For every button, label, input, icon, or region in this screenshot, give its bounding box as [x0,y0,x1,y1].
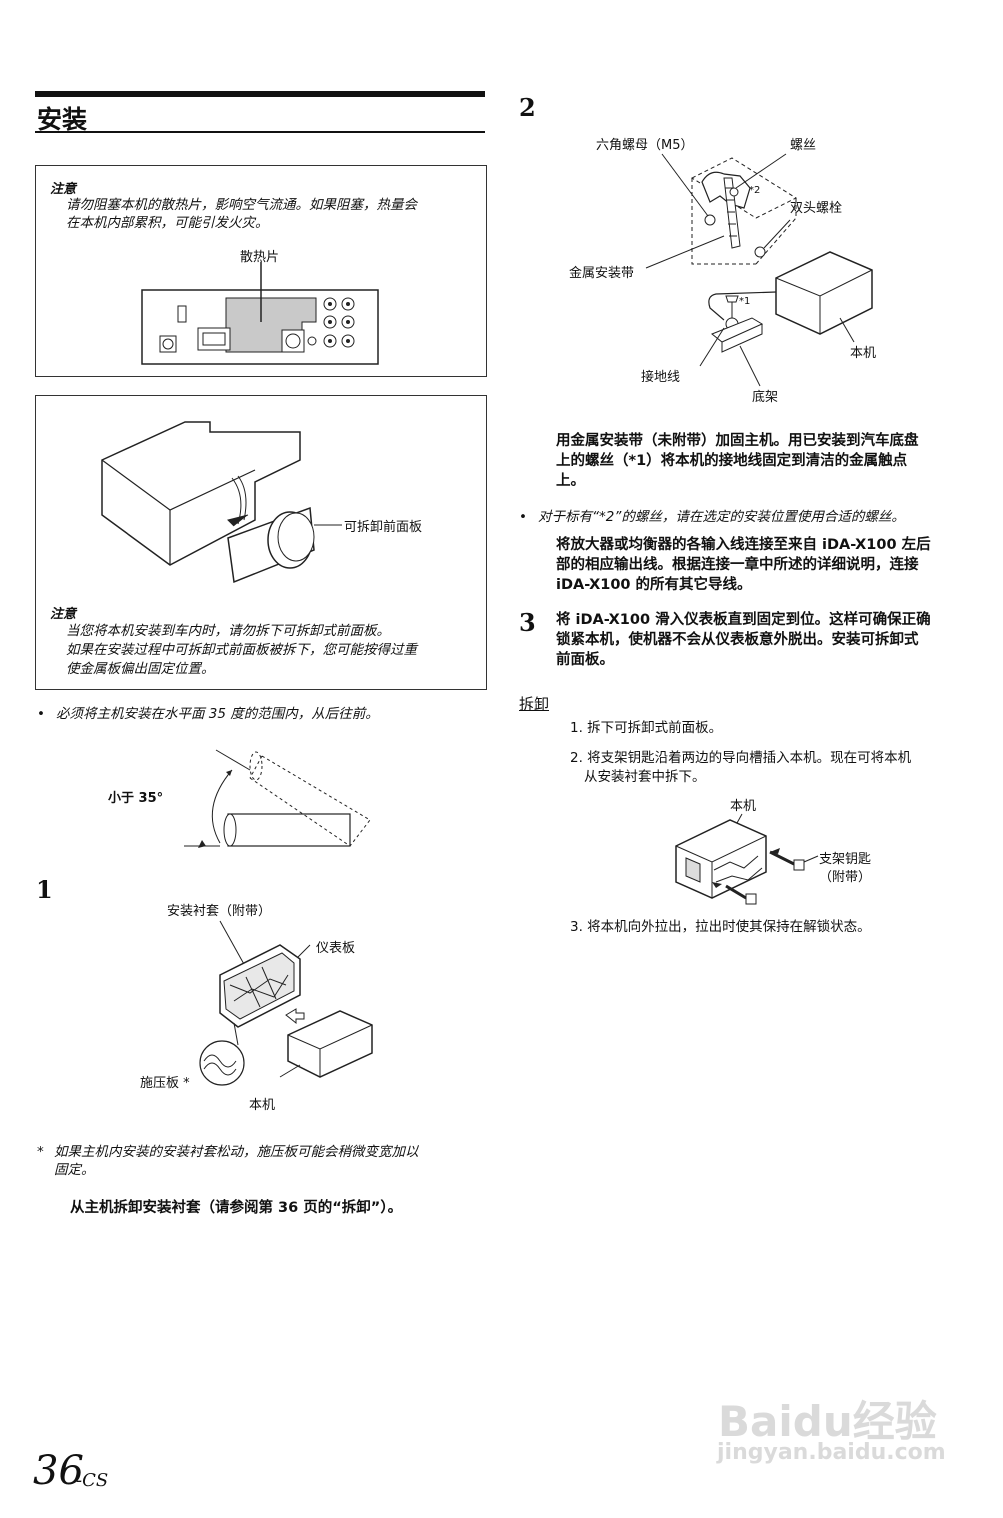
removal-item: 2. 将支架钥匙沿着两边的导向槽插入本机。现在可将本机 [570,750,912,766]
step-number: 3 [519,608,536,637]
removal-item: 从安装衬套中拆下。 [584,769,706,785]
step2-bullet-text: 对于标有“*2”的螺丝，请在选定的安装位置使用合适的螺丝。 [538,509,905,525]
step2-illustration [645,153,873,387]
sleeve-label: 安装衬套（附带） [167,904,272,919]
caution-line: 在本机内部累积，可能引发火灾。 [66,215,269,231]
ground-wire-label: 接地线 [641,370,681,385]
chassis-label: 底架 [752,390,779,405]
step3-text-line: 前面板。 [556,652,614,668]
step1-text: 从主机拆卸安装衬套（请参阅第 36 页的“拆卸”）。 [70,1200,403,1216]
pressure-plate-label: 施压板 * [140,1076,190,1091]
caution-title: 注意 [50,182,77,197]
removal-illustration [675,813,819,905]
watermark-url: jingyan.baidu.com [717,1440,946,1465]
step1-illustration [199,920,373,1086]
caution-title: 注意 [50,607,77,622]
removal-item: 3. 将本机向外拉出，拉出时使其保持在解锁状态。 [570,919,871,935]
angle-note-text: 必须将主机安装在水平面 35 度的范围内，从后往前。 [56,706,379,722]
step2-text-line: 上的螺丝（*1）将本机的接地线固定到清洁的金属触点 [556,453,908,469]
screw-label: 螺丝 [790,138,817,153]
heatsink-label: 散热片 [240,250,280,265]
unit-label: 本机 [850,346,877,361]
unit-label: 本机 [730,799,757,814]
caution-box-front-panel [35,395,487,690]
screw-mark-2: *2 [749,185,761,196]
page-number: 36 [33,1448,84,1494]
step2-text-line: 用金属安装带（未附带）加固主机。用已安装到汽车底盘 [556,433,919,449]
section-title-rule [35,131,485,133]
front-panel-label: 可拆卸前面板 [344,520,423,535]
metal-strap-label: 金属安装带 [569,266,635,281]
unit-label: 本机 [249,1098,276,1113]
angle-label: 小于 35° [108,791,164,806]
caution-line: 请勿阻塞本机的散热片，影响空气流通。如果阻塞，热量会 [66,197,417,213]
mounting-angle-illustration [184,749,371,848]
bracket-key-label: （附带） [819,870,872,885]
caution-line: 使金属板偏出固定位置。 [66,661,215,677]
bullet: • [519,509,527,525]
stud-bolt-label: 双头螺栓 [790,201,843,216]
footnote-mark: * [37,1144,44,1160]
dashboard-label: 仪表板 [316,941,356,956]
step2-text2-line: iDA-X100 的所有其它导线。 [556,577,752,593]
removal-item: 1. 拆下可拆卸式前面板。 [570,720,723,736]
step2-text-line: 上。 [556,473,585,489]
step2-text2-line: 部的相应输出线。根据连接一章中所述的详细说明，连接 [556,557,919,573]
caution-line: 当您将本机安装到车内时，请勿拆下可拆卸式前面板。 [66,623,390,639]
footnote-line: 如果主机内安装的安装衬套松动，施压板可能会稍微变宽加以 [54,1144,419,1160]
step-number: 2 [519,93,536,122]
watermark-logo: Baidu经验 [718,1397,937,1446]
front-panel-illustration [101,421,342,584]
rear-panel-illustration [141,262,379,365]
caution-box-heatsink [35,165,487,377]
removal-title: 拆卸 [519,695,550,713]
section-title: 安装 [37,105,88,134]
bullet: • [37,706,45,722]
bracket-key-label: 支架钥匙 [819,852,872,867]
step-number: 1 [36,875,53,904]
screw-mark-1: *1 [739,296,751,307]
caution-line: 如果在安装过程中可拆卸式前面板被拆下，您可能按得过重 [66,642,417,658]
footnote-line: 固定。 [54,1162,95,1178]
step3-text-line: 将 iDA-X100 滑入仪表板直到固定到位。这样可确保正确 [556,612,931,628]
hex-nut-label: 六角螺母（M5） [596,138,694,153]
page-suffix: -CS [76,1470,109,1491]
section-title-bar [35,91,485,97]
step2-text2-line: 将放大器或均衡器的各输入线连接至来自 iDA-X100 左后 [556,537,931,553]
step3-text-line: 锁紧本机，使机器不会从仪表板意外脱出。安装可拆卸式 [556,632,919,648]
